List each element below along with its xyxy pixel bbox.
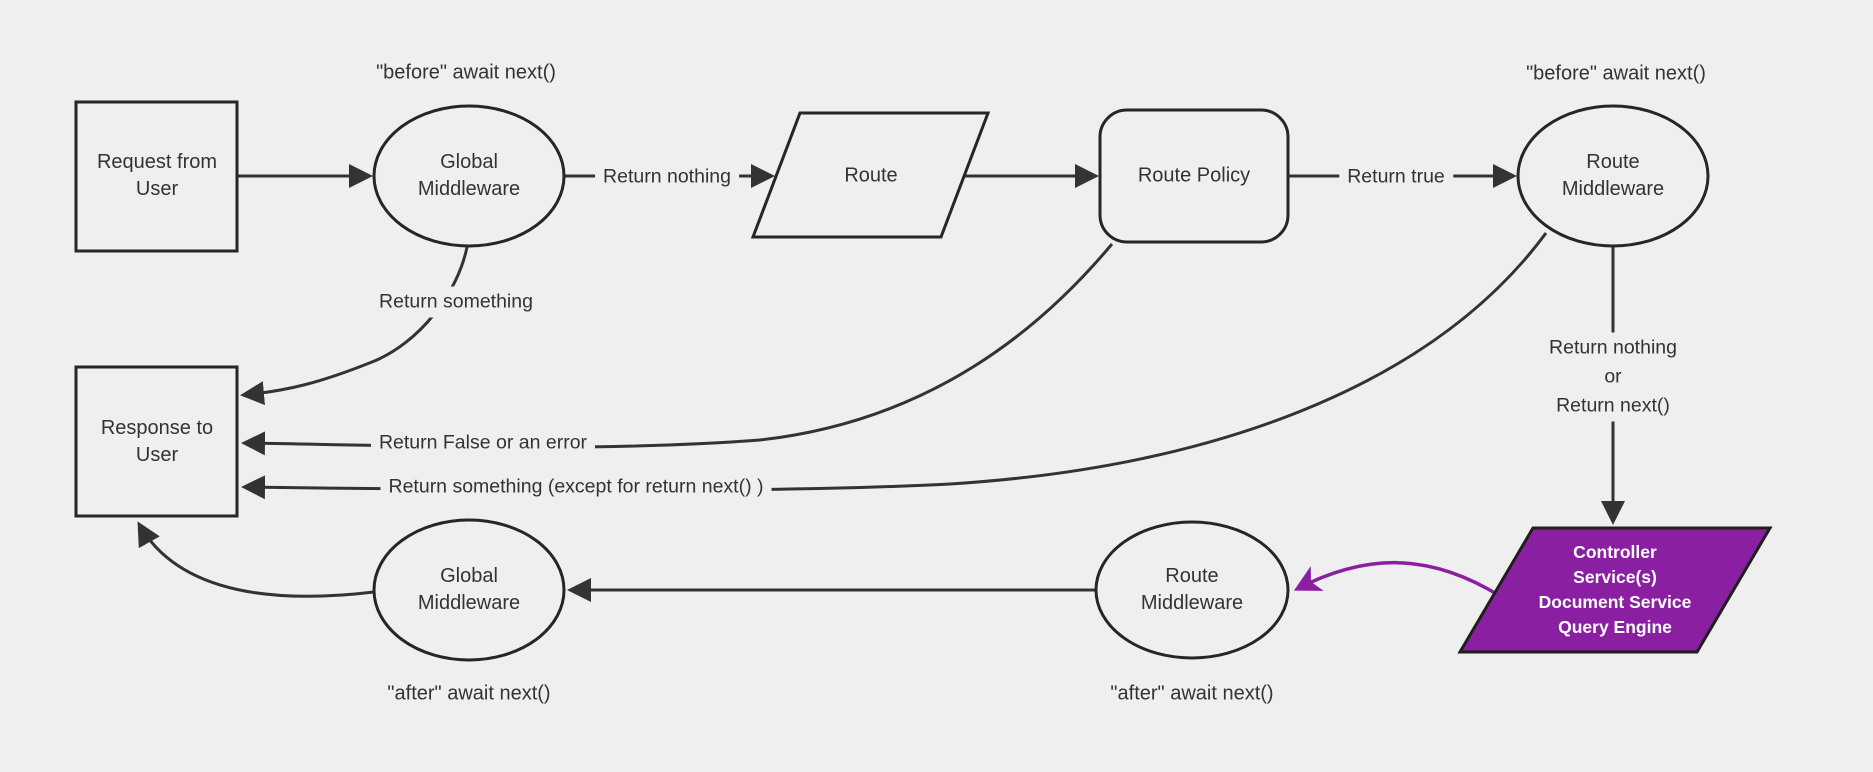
- request-from-user-box: [74, 100, 239, 253]
- before-await-next-annotation-left: "before" await next(): [376, 61, 556, 84]
- edge-label-return-true: Return true: [1339, 161, 1453, 193]
- edge-label-return-nothing-or-next: Return nothing or Return next(): [1541, 332, 1685, 422]
- edge-controller-to-route-middleware-after: [1293, 560, 1501, 598]
- edge-global-middleware-return-something: [240, 246, 469, 406]
- route-middleware-before-ellipse: [1516, 104, 1710, 248]
- route-parallelogram: [750, 111, 991, 239]
- route-middleware-after-ellipse: [1094, 520, 1290, 660]
- global-middleware-before-ellipse: [372, 104, 566, 248]
- edge-route-policy-return-false: [241, 243, 1114, 456]
- edge-label-return-something-except: Return something (except for return next…: [380, 471, 772, 503]
- controller-parallelogram: [1457, 526, 1773, 654]
- global-middleware-after-ellipse: [372, 518, 566, 662]
- after-await-next-annotation-right: "after" await next(): [1110, 682, 1274, 705]
- edge-label-return-nothing: Return nothing: [595, 161, 739, 193]
- edge-label-return-false-or-error: Return False or an error: [370, 427, 596, 459]
- before-await-next-annotation-right: "before" await next(): [1526, 62, 1706, 85]
- response-to-user-box: [74, 365, 239, 518]
- after-await-next-annotation-left: "after" await next(): [387, 682, 551, 705]
- route-policy-box: [1098, 108, 1290, 244]
- edge-global-middleware-after-to-response: [137, 521, 375, 598]
- edge-label-return-something: Return something: [371, 286, 541, 318]
